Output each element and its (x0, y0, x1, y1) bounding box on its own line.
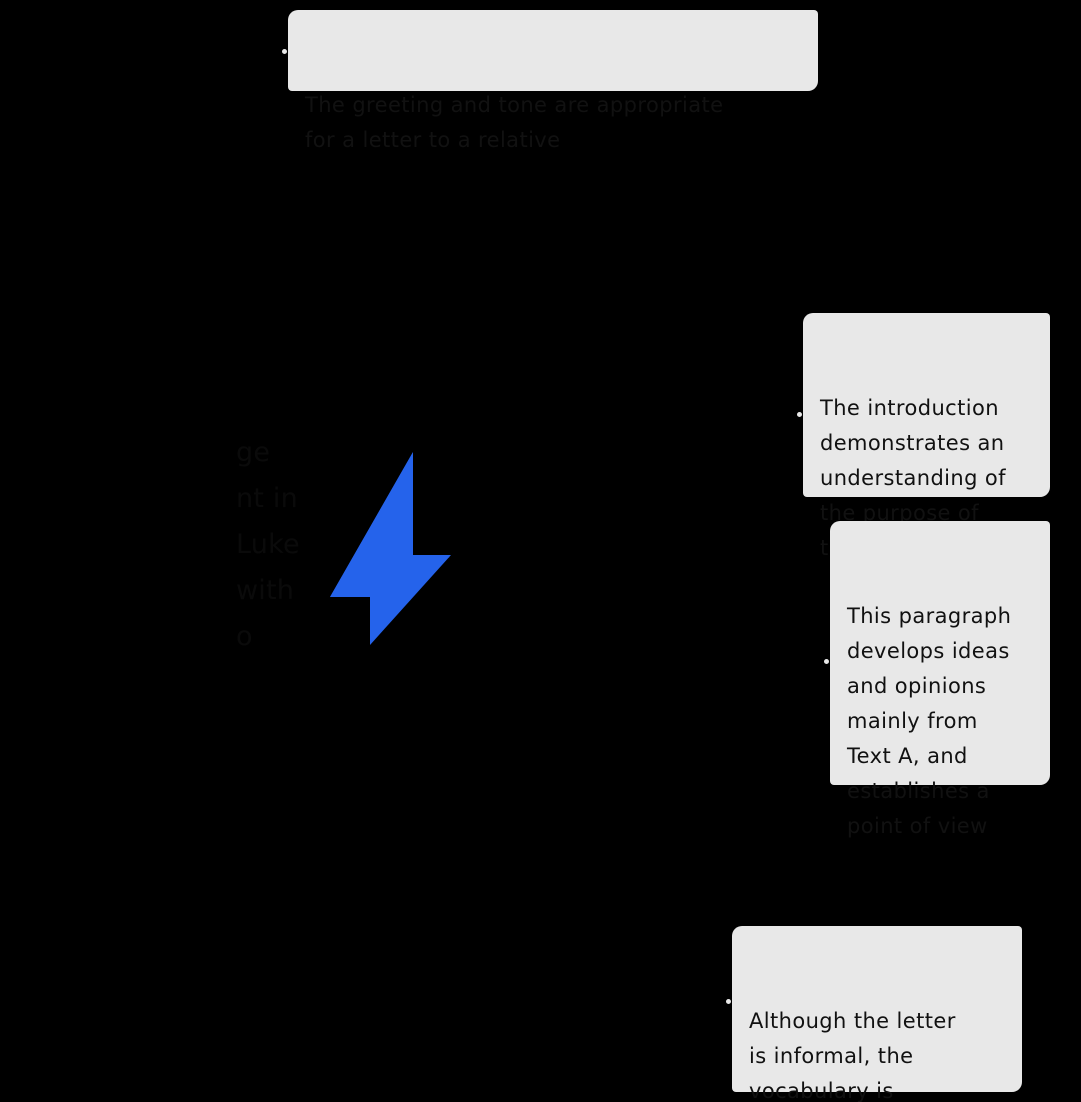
annotation-text-vocabulary: Although the letter is informal, the voc… (749, 1009, 956, 1102)
annotation-text-paragraph: This paragraph develops ideas and opinio… (847, 604, 1012, 838)
annotation-text-greeting: The greeting and tone are appropriate fo… (305, 93, 724, 152)
callout-anchor-pin-icon (791, 411, 805, 420)
annotation-callout-paragraph[interactable]: This paragraph develops ideas and opinio… (818, 521, 1050, 838)
callout-anchor-pin-icon (276, 48, 290, 57)
essay-body-text: ge nt in Luke with o (236, 437, 300, 652)
annotation-callout-introduction[interactable]: The introduction demonstrates an underst… (791, 313, 1050, 560)
callout-anchor-pin-icon (720, 998, 734, 1007)
annotation-callout-vocabulary[interactable]: Although the letter is informal, the voc… (720, 926, 1022, 1102)
callout-anchor-pin-icon (818, 658, 832, 667)
annotation-callout-greeting[interactable]: The greeting and tone are appropriate fo… (276, 10, 818, 152)
